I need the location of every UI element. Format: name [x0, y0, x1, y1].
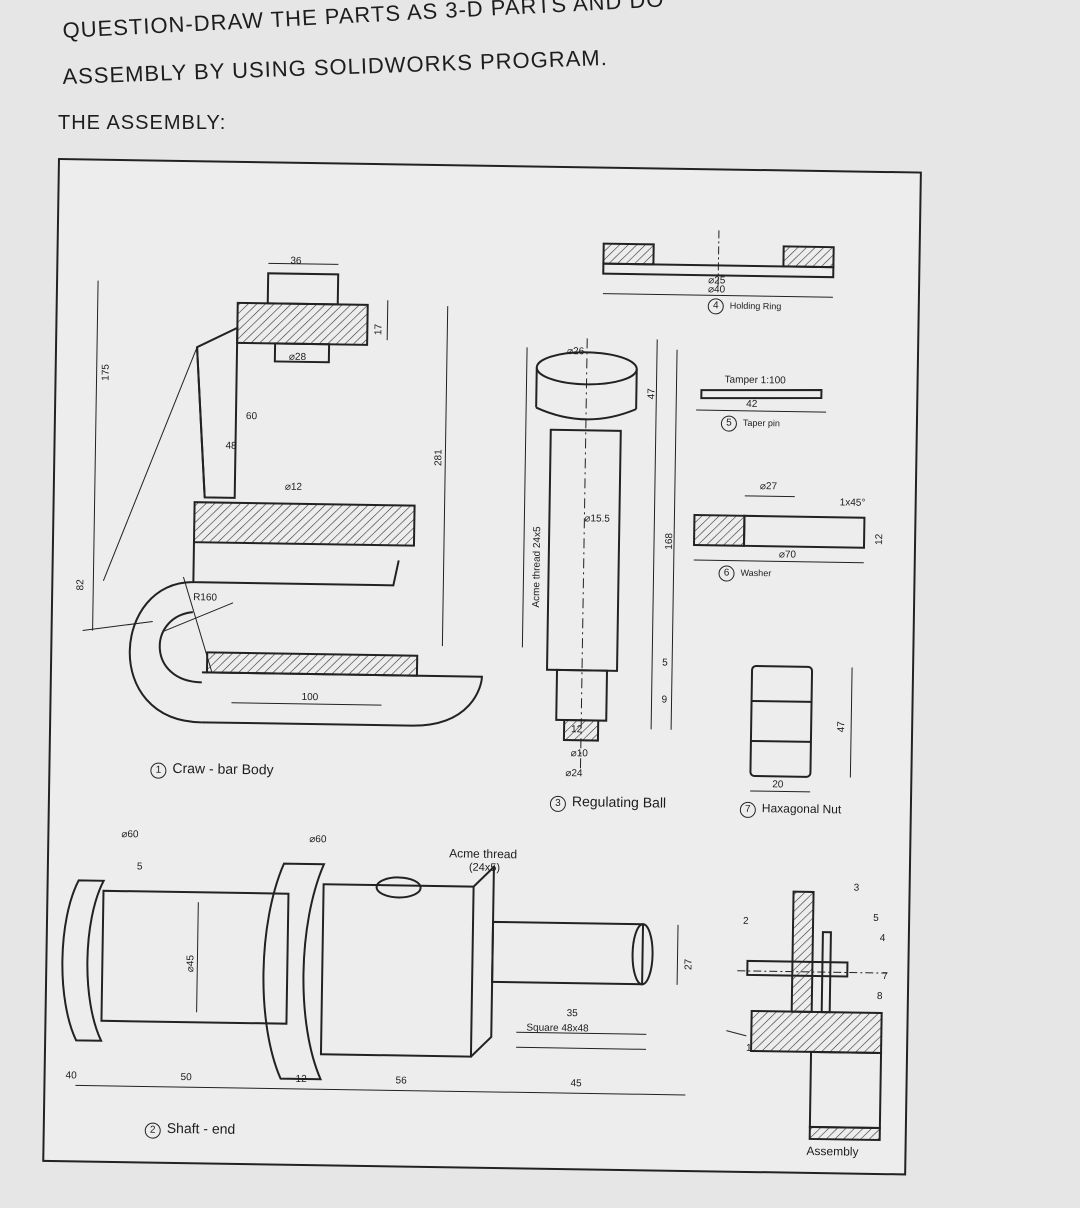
holding-ring-drawing [602, 230, 835, 298]
assembly-callout-7: 7 [882, 971, 888, 983]
assembly-callout-2: 2 [743, 915, 749, 927]
dim-56: 56 [395, 1075, 407, 1087]
dim-82: 82 [75, 579, 87, 591]
dim-27b: 27 [683, 958, 695, 971]
dim-24: ⌀24 [565, 768, 583, 780]
crawbar-body-drawing [82, 262, 483, 727]
question-line-2: ASSEMBLY BY USING SOLIDWORKS PROGRAM. [62, 44, 609, 89]
part-7-number: 7 [739, 801, 756, 819]
dim-r160: R160 [193, 592, 218, 604]
part-4-name: Holding Ring [729, 300, 782, 312]
part-1-number: 1 [150, 762, 167, 779]
dim-47b: 47 [836, 721, 848, 733]
shaft-end-drawing [61, 862, 686, 1096]
dim-26: ⌀26 [566, 346, 585, 358]
part-7-label: 7 Haxagonal Nut [739, 801, 842, 820]
dim-281: 281 [433, 449, 445, 467]
dim-27: ⌀27 [759, 481, 778, 493]
part-1-label: 1 Craw - bar Body [150, 759, 274, 781]
dim-5: 5 [662, 657, 668, 669]
dim-168: 168 [663, 532, 676, 550]
part-7-name: Haxagonal Nut [761, 801, 842, 817]
dim-20: 20 [772, 779, 784, 791]
subtitle: THE ASSEMBLY: [58, 112, 227, 134]
part-1-name: Craw - bar Body [172, 759, 274, 778]
assembly-callout-1: 1 [746, 1042, 752, 1055]
hex-nut-drawing [749, 665, 853, 793]
dim-1x45: 1x45° [839, 497, 866, 509]
regulating-ball-drawing [521, 338, 678, 769]
dim-35: 35 [566, 1008, 578, 1020]
part-5-name: Taper pin [742, 417, 781, 429]
dim-40: ⌀40 [707, 284, 726, 296]
dim-12: ⌀12 [284, 481, 303, 493]
dim-50: 50 [180, 1072, 192, 1084]
dim-45b: 45 [570, 1078, 582, 1090]
dim-36: 36 [290, 255, 302, 267]
bleed-text [870, 108, 877, 139]
dim-45: ⌀45 [185, 954, 197, 973]
taper-label: Tamper 1:100 [724, 374, 786, 387]
assembly-drawing [726, 890, 888, 1142]
part-4-label: 4 Holding Ring [707, 298, 782, 315]
part-2-name: Shaft - end [166, 1119, 236, 1137]
dim-42: 42 [746, 398, 758, 411]
part-2-number: 2 [144, 1122, 161, 1139]
part-5-label: 5 Taper pin [720, 415, 781, 432]
dim-47: 47 [646, 388, 658, 400]
dim-10: ⌀10 [570, 748, 588, 760]
part-6-name: Washer [740, 567, 772, 579]
assembly-callout-4: 4 [879, 933, 886, 945]
dim-15-5: ⌀15.5 [584, 513, 610, 525]
drawing-canvas [61, 230, 888, 1142]
dim-60: 60 [245, 410, 258, 423]
acme-thread-size: (24x5) [468, 861, 501, 875]
part-5-number: 5 [720, 415, 738, 432]
taper-pin-drawing [696, 389, 827, 413]
acme-side-label: Acme thread 24x5 [530, 526, 544, 608]
dim-12b: 12 [570, 724, 583, 736]
dim-40b: 40 [65, 1070, 77, 1082]
dim-12c: 12 [874, 533, 886, 546]
dim-17: 17 [373, 323, 385, 336]
dim-70: ⌀70 [778, 549, 797, 561]
dim-60b: ⌀60 [309, 834, 327, 846]
part-3-number: 3 [549, 795, 567, 813]
dim-5b: 5 [136, 861, 143, 873]
dim-100: 100 [301, 691, 319, 704]
part-3-name: Regulating Ball [571, 793, 667, 811]
assembly-callout-3: 3 [853, 882, 860, 894]
square-label: Square 48x48 [526, 1022, 589, 1035]
washer-drawing [692, 495, 866, 564]
dim-60a: ⌀60 [121, 829, 139, 841]
assembly-label: Assembly [806, 1143, 859, 1159]
dim-12d: 12 [295, 1073, 307, 1086]
dim-175: 175 [100, 364, 112, 381]
part-4-number: 4 [707, 298, 724, 315]
acme-thread-label: Acme thread [449, 846, 518, 862]
question-line-1: QUESTION-DRAW THE PARTS AS 3-D PARTS AND… [62, 0, 665, 43]
part-2-label: 2 Shaft - end [144, 1119, 236, 1139]
part-6-number: 6 [718, 565, 735, 582]
part-6-label: 6 Washer [718, 565, 771, 582]
assembly-callout-8: 8 [876, 990, 883, 1003]
dim-48: 48 [225, 440, 237, 452]
dim-9: 9 [661, 694, 668, 706]
assembly-callout-5: 5 [873, 912, 879, 924]
dim-28: ⌀28 [288, 351, 307, 363]
